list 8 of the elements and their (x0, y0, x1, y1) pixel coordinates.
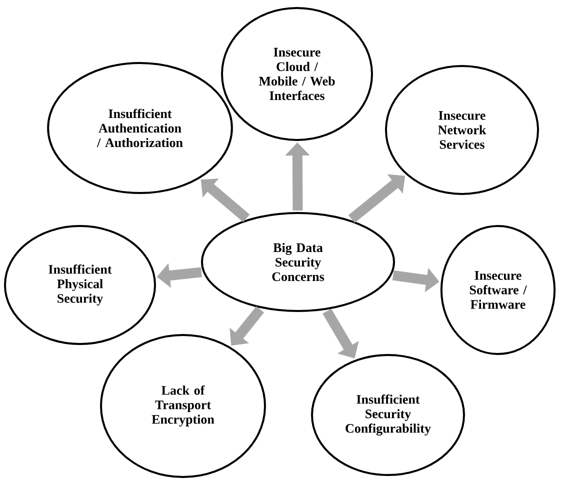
ellipse-node: Big Data Security Concerns (201, 212, 395, 312)
ellipse-node: Insufficient Security Configurability (311, 354, 465, 476)
ellipse-node: Insufficient Physical Security (4, 225, 156, 345)
ellipse-node: Insecure Cloud / Mobile / Web Interfaces (221, 7, 373, 141)
ellipse-node: Insecure Network Services (385, 65, 539, 195)
ellipse-node: Lack of Transport Encryption (100, 334, 266, 478)
ellipse-node: Insecure Software / Firmware (440, 225, 556, 355)
ellipse-node: Insufficient Authentication / Authorization (47, 62, 233, 194)
